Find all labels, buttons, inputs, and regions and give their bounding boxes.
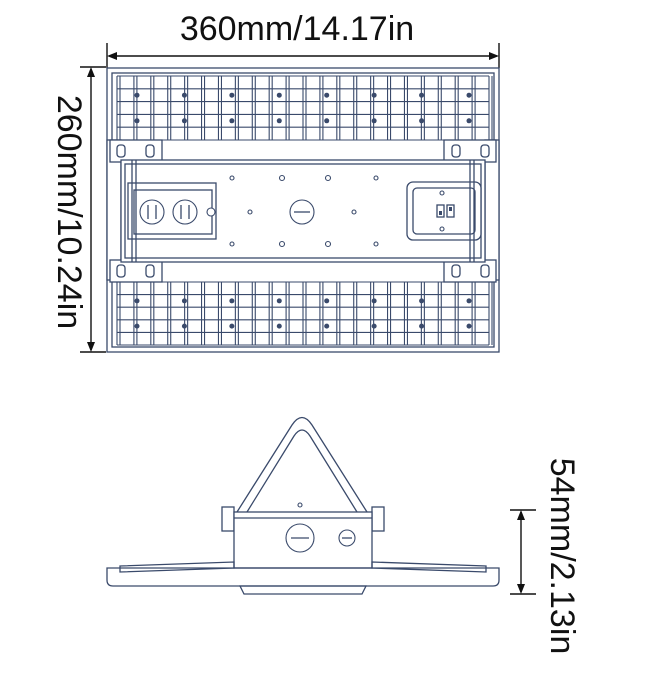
top-grid-panel xyxy=(116,75,493,141)
slot-icon xyxy=(145,264,155,278)
screw-hole-icon xyxy=(439,226,445,232)
height-arrow-bottom xyxy=(517,584,525,594)
right-switch-box xyxy=(406,160,482,262)
grid-dot xyxy=(324,298,330,304)
slot-icon xyxy=(451,144,461,158)
switch-dot xyxy=(449,207,452,211)
knockout-icon xyxy=(139,199,165,225)
grid-dot xyxy=(324,118,330,124)
mounting-tabs xyxy=(109,139,497,283)
grid-dot xyxy=(181,298,187,304)
grid-dot xyxy=(324,92,330,98)
length-arrow-bottom xyxy=(87,342,95,352)
grid-dot xyxy=(181,92,187,98)
screw-hole-icon xyxy=(324,174,332,182)
left-junction-box xyxy=(127,160,217,262)
slot-icon xyxy=(480,264,490,278)
grid-dot xyxy=(419,118,425,124)
switch-box-inner xyxy=(412,187,476,235)
screw-hole-icon xyxy=(247,209,253,215)
grid-dot xyxy=(181,323,187,329)
slot-icon xyxy=(451,264,461,278)
grid-dot xyxy=(371,92,377,98)
height-arrow-top xyxy=(517,510,525,520)
heatsink-flange-right xyxy=(371,561,487,573)
heatsink-flange-left xyxy=(119,561,235,573)
slot-icon xyxy=(145,144,155,158)
width-label: 360mm/14.17in xyxy=(180,10,414,48)
side-view xyxy=(106,416,500,595)
grid-dot xyxy=(276,323,282,329)
slot-icon xyxy=(480,144,490,158)
slot-icon xyxy=(116,264,126,278)
grid-dot xyxy=(276,298,282,304)
grid-dot xyxy=(419,92,425,98)
bracket-end-right xyxy=(371,506,385,532)
grid-dot xyxy=(134,118,140,124)
grid-dot xyxy=(324,323,330,329)
height-dimension: 54mm/2.13in xyxy=(510,458,581,655)
screw-hole-icon xyxy=(439,190,445,196)
center-knockout xyxy=(229,174,379,248)
slot-icon xyxy=(116,144,126,158)
grid-dot xyxy=(276,118,282,124)
screw-hole-icon xyxy=(373,175,379,181)
width-arrow-left xyxy=(107,52,117,60)
grid-dot xyxy=(371,118,377,124)
screw-hole-icon xyxy=(278,240,286,248)
screw-hole-icon xyxy=(229,241,235,247)
grid-dot xyxy=(419,323,425,329)
bracket-end-left xyxy=(221,506,235,532)
grid-dot xyxy=(229,118,235,124)
grid-dot xyxy=(229,323,235,329)
grid-dot xyxy=(371,323,377,329)
grid-dot xyxy=(371,298,377,304)
grid-dot xyxy=(419,298,425,304)
grid-dot xyxy=(466,323,472,329)
screw-hole-icon xyxy=(373,241,379,247)
top-view xyxy=(106,67,500,353)
grid-dot xyxy=(276,92,282,98)
grid-dot xyxy=(466,118,472,124)
switch-dot xyxy=(439,211,442,215)
screw-hole-icon xyxy=(324,240,332,248)
grid-dot xyxy=(181,118,187,124)
length-dimension: 260mm/10.24in xyxy=(50,66,106,353)
grid-dot xyxy=(134,92,140,98)
screw-hole-icon xyxy=(351,209,357,215)
grid-dot xyxy=(134,298,140,304)
width-dimension: 360mm/14.17in xyxy=(106,10,500,68)
knockout-icon xyxy=(172,199,198,225)
screw-hole-icon xyxy=(278,174,286,182)
light-body-base xyxy=(106,567,500,587)
screw-hole-icon xyxy=(229,175,235,181)
length-arrow-top xyxy=(87,67,95,77)
screw-icon xyxy=(206,207,216,217)
screw-hole-icon xyxy=(297,502,303,508)
length-label: 260mm/10.24in xyxy=(50,95,88,329)
lens-bottom xyxy=(238,585,368,595)
hanging-bracket-outer xyxy=(236,416,368,513)
grid-dot xyxy=(229,92,235,98)
bottom-grid-panel xyxy=(116,281,493,346)
height-label: 54mm/2.13in xyxy=(543,458,581,655)
hanging-bracket-inner xyxy=(246,429,358,513)
grid-dot xyxy=(466,92,472,98)
grid-dot xyxy=(466,298,472,304)
width-arrow-right xyxy=(489,52,499,60)
grid-dot xyxy=(134,323,140,329)
grid-dot xyxy=(229,298,235,304)
